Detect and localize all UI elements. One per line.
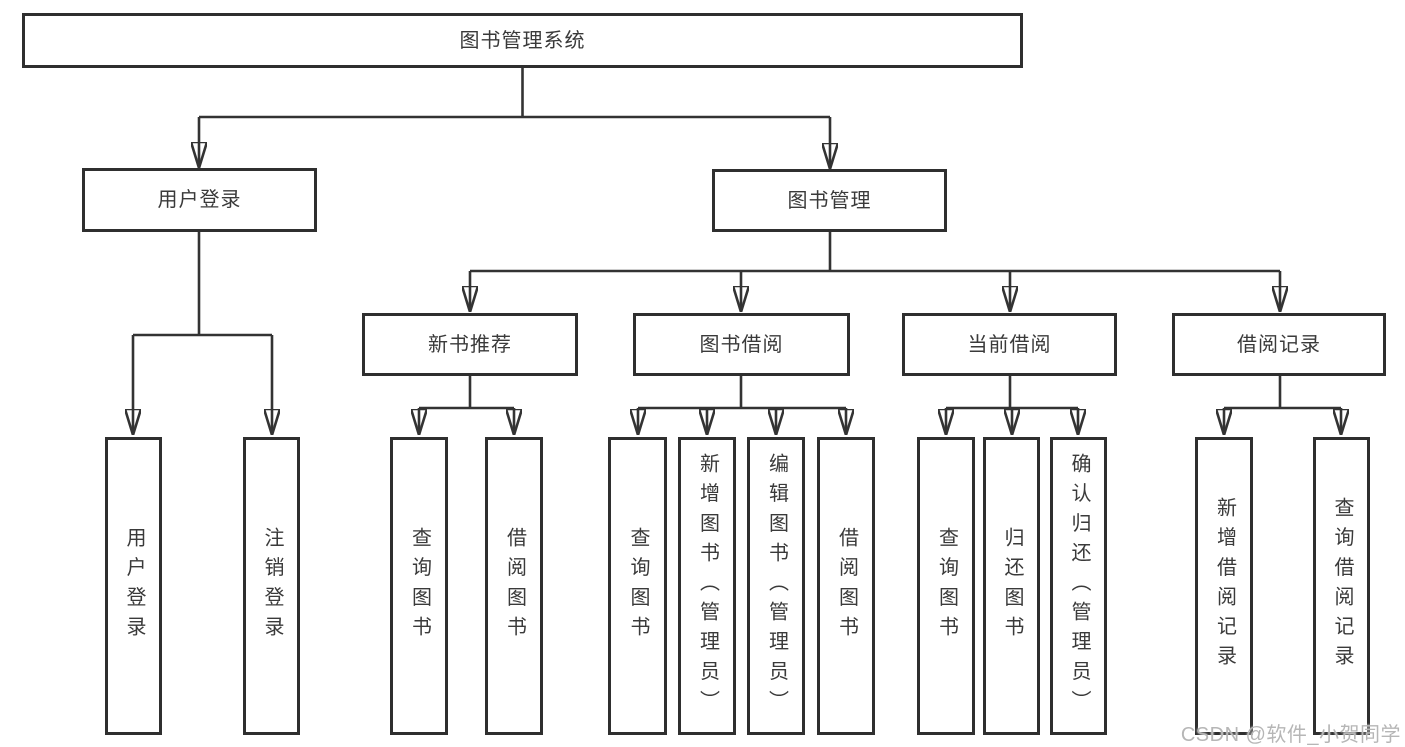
node-label: 查询图书	[627, 526, 649, 646]
node-label: 编辑图书（管理员）	[765, 452, 788, 720]
node-label: 查询图书	[935, 526, 958, 646]
node-current-borrow: 当前借阅	[902, 313, 1117, 376]
node-query-books-current: 查询图书	[917, 437, 975, 735]
node-borrow-books-recommend: 借阅图书	[485, 437, 543, 735]
node-new-book-recommend: 新书推荐	[362, 313, 578, 376]
node-label: 查询借阅记录	[1331, 497, 1353, 675]
node-label: 新增借阅记录	[1213, 497, 1236, 675]
node-add-books-admin: 新增图书（管理员）	[678, 437, 736, 735]
node-label: 用户登录	[123, 526, 145, 646]
node-label: 借阅记录	[1237, 333, 1321, 356]
node-borrow-records: 借阅记录	[1172, 313, 1386, 376]
node-user-login-leaf: 用户登录	[105, 437, 162, 735]
node-book-management: 图书管理	[712, 169, 947, 232]
node-label: 归还图书	[1001, 526, 1023, 646]
node-borrow-books: 借阅图书	[817, 437, 875, 735]
node-query-borrow-record: 查询借阅记录	[1313, 437, 1370, 735]
node-label: 查询图书	[408, 526, 431, 646]
node-add-borrow-record: 新增借阅记录	[1195, 437, 1253, 735]
node-logout: 注销登录	[243, 437, 300, 735]
node-label: 借阅图书	[503, 526, 526, 646]
node-return-books: 归还图书	[983, 437, 1040, 735]
node-label: 当前借阅	[967, 333, 1052, 356]
node-label: 确认归还（管理员）	[1068, 452, 1090, 720]
node-label: 图书管理	[787, 189, 872, 212]
node-user-login: 用户登录	[82, 168, 317, 232]
node-library-management-system: 图书管理系统	[22, 13, 1023, 68]
node-label: 图书借阅	[699, 333, 784, 356]
node-label: 新书推荐	[428, 333, 512, 356]
node-label: 借阅图书	[835, 526, 858, 646]
node-edit-books-admin: 编辑图书（管理员）	[747, 437, 805, 735]
node-label: 用户登录	[157, 189, 242, 211]
node-label: 注销登录	[261, 526, 283, 646]
node-query-books-recommend: 查询图书	[390, 437, 448, 735]
node-query-books-borrow: 查询图书	[608, 437, 667, 735]
node-label: 图书管理系统	[459, 29, 586, 52]
node-book-borrow: 图书借阅	[633, 313, 850, 376]
node-confirm-return-admin: 确认归还（管理员）	[1050, 437, 1107, 735]
node-label: 新增图书（管理员）	[696, 452, 719, 720]
watermark: CSDN @软件_小贺同学	[1180, 724, 1401, 746]
